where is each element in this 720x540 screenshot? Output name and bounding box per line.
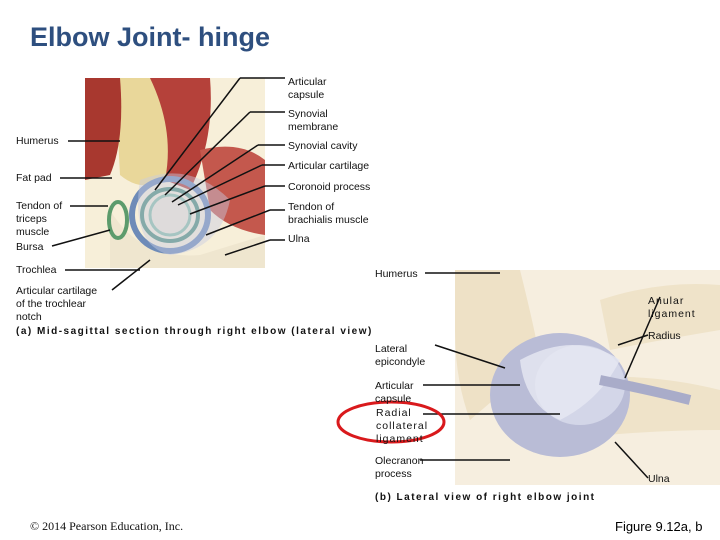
- caption-b: (b) Lateral view of right elbow joint: [375, 492, 596, 503]
- label-lateral-epicondyle: Lateral epicondyle: [375, 343, 425, 369]
- label-ulna-a: Ulna: [288, 233, 310, 246]
- figure-number: Figure 9.12a, b: [615, 519, 702, 534]
- label-anular-ligament: Anular ligament: [648, 295, 696, 321]
- sagittal-section-illustration: [85, 78, 265, 268]
- label-humerus-a: Humerus: [16, 135, 59, 148]
- label-bursa: Bursa: [16, 241, 43, 254]
- label-synovial-membrane: Synovial membrane: [288, 108, 338, 134]
- label-humerus-b: Humerus: [375, 268, 418, 281]
- label-trochlea: Trochlea: [16, 264, 56, 277]
- caption-a: (a) Mid-sagittal section through right e…: [16, 326, 373, 337]
- label-articular-cartilage: Articular cartilage: [288, 160, 369, 173]
- label-coronoid-process: Coronoid process: [288, 181, 370, 194]
- label-articular-capsule-b: Articular capsule: [375, 380, 414, 406]
- label-trochlear-notch: Articular cartilage of the trochlear not…: [16, 285, 97, 324]
- label-radius: Radius: [648, 330, 681, 343]
- label-ulna-b: Ulna: [648, 473, 670, 486]
- label-tendon-triceps: Tendon of triceps muscle: [16, 200, 62, 239]
- label-fat-pad: Fat pad: [16, 172, 52, 185]
- label-articular-capsule-a: Articular capsule: [288, 76, 327, 102]
- label-synovial-cavity: Synovial cavity: [288, 140, 357, 153]
- label-tendon-brachialis: Tendon of brachialis muscle: [288, 201, 369, 227]
- copyright-text: © 2014 Pearson Education, Inc.: [30, 519, 183, 534]
- label-olecranon-process: Olecranon process: [375, 455, 423, 481]
- label-radial-collateral-ligament: Radial collateral ligament: [376, 407, 428, 446]
